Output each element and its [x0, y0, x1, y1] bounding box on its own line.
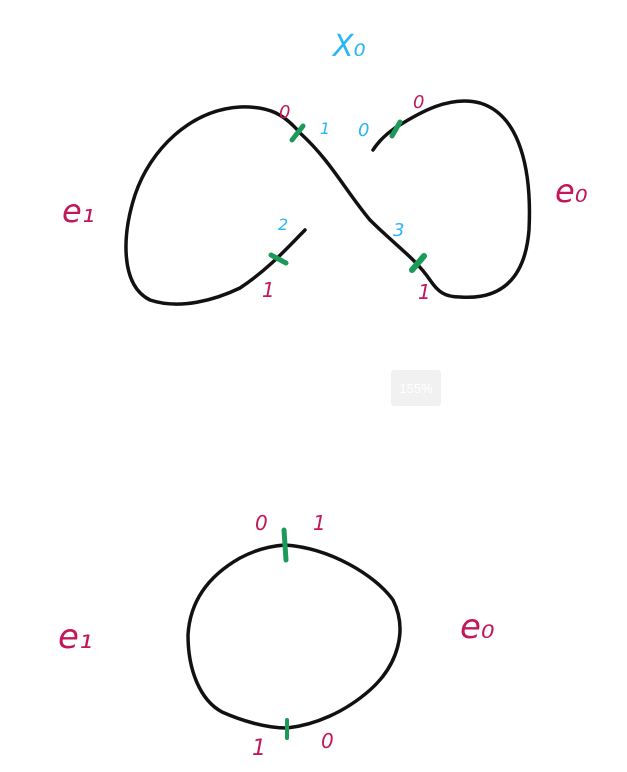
endpoint-label: 1: [313, 511, 326, 535]
tick-mark: [281, 527, 289, 563]
space-label: X₀: [331, 29, 366, 64]
endpoint-label: 1: [252, 736, 266, 761]
endpoint-label: 0: [279, 102, 290, 123]
crossing-strand: [298, 99, 532, 300]
bottom-figure: e₁ e₀ 0 1 1 0: [58, 511, 495, 761]
tick-mark: [268, 252, 289, 266]
circle-curve: [186, 543, 402, 730]
cell-label-e1: e₁: [58, 617, 93, 657]
crossing-label: 3: [393, 220, 404, 241]
tick-mark: [409, 253, 427, 273]
cell-label-e0: e₀: [460, 607, 495, 647]
endpoint-label: 0: [413, 92, 424, 113]
endpoint-label: 1: [418, 280, 431, 304]
endpoint-label: 0: [255, 511, 268, 535]
zoom-level-badge: 155%: [391, 370, 441, 406]
cell-label-e1: e₁: [62, 192, 95, 230]
tick-mark: [389, 119, 403, 139]
cell-label-e0: e₀: [555, 172, 588, 210]
tick-mark: [289, 123, 306, 143]
zoom-level-label: 155%: [399, 380, 433, 396]
endpoint-label: 0: [321, 729, 334, 753]
left-lobe-curve: [124, 105, 307, 306]
endpoint-label: 1: [262, 278, 275, 302]
top-figure: X₀ e₁ e₀ 0 0 1 1 1 0 2 3: [62, 29, 588, 306]
crossing-label: 0: [358, 120, 369, 141]
crossing-label: 1: [320, 119, 330, 138]
crossing-label: 2: [278, 215, 288, 234]
right-lobe-end: [371, 126, 397, 152]
